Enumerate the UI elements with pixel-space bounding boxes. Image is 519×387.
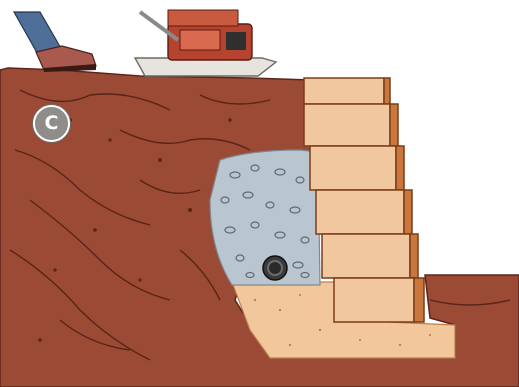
plate-compactor-icon — [135, 10, 276, 76]
wall-block — [310, 146, 396, 190]
step-letter: C — [45, 114, 59, 133]
wall-block — [322, 234, 410, 278]
wall-block — [334, 278, 414, 322]
wall-block — [316, 190, 404, 234]
wall-block — [304, 78, 384, 104]
work-boot-icon — [14, 12, 96, 72]
step-badge: C — [33, 105, 70, 142]
drain-pipe-icon — [263, 256, 287, 280]
wall-block — [304, 104, 390, 146]
